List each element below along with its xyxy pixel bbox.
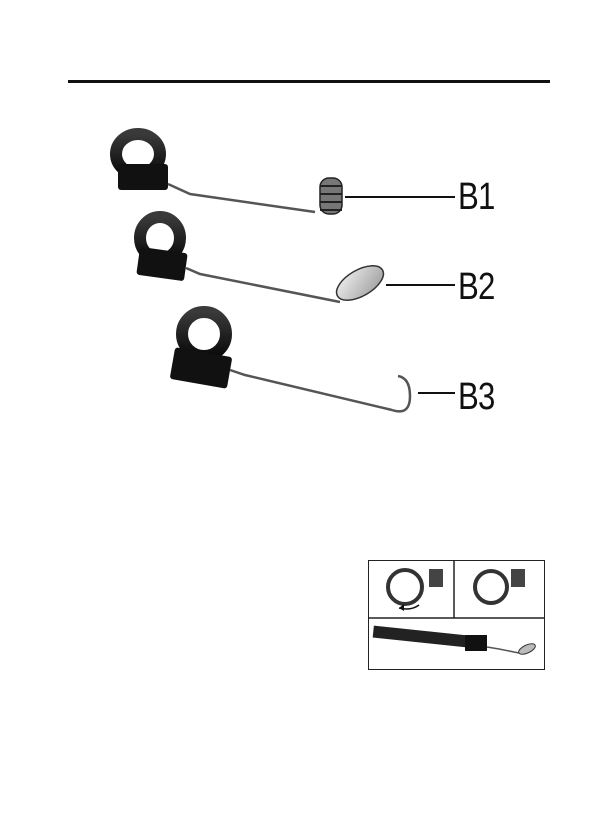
attachment-b3	[170, 312, 455, 411]
inset-panel-closed-clip	[475, 569, 525, 603]
label-b2: B2	[458, 266, 494, 309]
inset-panel-open-clip	[388, 569, 443, 611]
label-b1: B1	[458, 176, 494, 219]
label-b3: B3	[458, 376, 494, 419]
wire	[168, 184, 315, 212]
mounting-inset	[368, 560, 545, 670]
clip-ring	[182, 312, 226, 356]
wire	[230, 370, 392, 410]
inset-panel-probe	[373, 626, 537, 657]
attachment-b2	[136, 217, 455, 307]
clip-body	[118, 164, 168, 190]
inset-drawing	[369, 561, 544, 669]
coil-magnet-icon	[320, 178, 342, 214]
attachment-b1	[116, 134, 455, 214]
header-rule	[68, 80, 550, 83]
wire	[186, 268, 340, 302]
hook-icon	[392, 376, 410, 411]
mirror-icon	[331, 259, 389, 308]
